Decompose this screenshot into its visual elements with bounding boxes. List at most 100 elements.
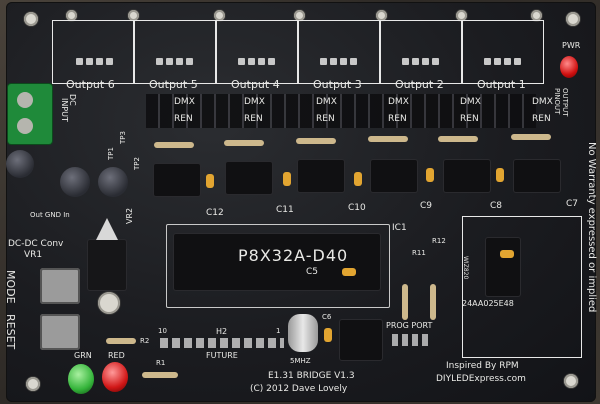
r1-resistor <box>142 372 178 378</box>
ic1-socket <box>166 224 390 308</box>
driver-ic-1 <box>514 160 560 192</box>
reset-button[interactable] <box>40 314 80 350</box>
mounting-hole <box>26 377 40 391</box>
eeprom-capacitor <box>500 250 514 258</box>
ren-label: REN <box>316 114 335 124</box>
resistor <box>154 142 194 148</box>
ren-label: REN <box>174 114 193 124</box>
pwr-label: PWR <box>562 41 581 50</box>
output-label-3: Output 3 <box>313 78 362 91</box>
warranty-note: No Warranty expressed or implied <box>586 142 597 313</box>
mounting-hole <box>294 10 305 21</box>
output-pinout-label-2: PINOUT <box>553 88 561 115</box>
driver-ic-3 <box>371 160 417 192</box>
output-pinout-label: OUTPUT <box>561 88 569 117</box>
electrolytic-capacitor <box>6 150 34 178</box>
wiz820-label: WIZ820 <box>462 256 469 280</box>
mode-label: MODE <box>4 270 17 304</box>
r11-label: R11 <box>412 249 426 257</box>
h2-pin-left: 10 <box>158 327 167 335</box>
mounting-hole <box>66 10 77 21</box>
resistor <box>368 136 408 142</box>
red-label: RED <box>108 351 125 360</box>
output-label-6: Output 6 <box>66 78 115 91</box>
ceramic-capacitor <box>426 168 434 182</box>
future-label: FUTURE <box>206 351 238 360</box>
vr2-label: VR2 <box>125 207 134 224</box>
output-connector-1 <box>462 20 544 84</box>
output-label-4: Output 4 <box>231 78 280 91</box>
mounting-hole <box>456 10 467 21</box>
pcb-board: Output 6 Output 5 Output 4 Output 3 Outp… <box>4 2 597 402</box>
ceramic-capacitor <box>354 172 362 186</box>
mounting-hole <box>564 374 578 388</box>
x1-label: 5MHZ <box>290 357 311 365</box>
c12-label: C12 <box>206 208 224 218</box>
c6-label: C6 <box>322 313 332 321</box>
output-label-5: Output 5 <box>149 78 198 91</box>
wiz820-module <box>486 238 520 296</box>
credit-url: DIYLEDExpress.com <box>436 374 526 384</box>
dc-input-label: DC <box>68 94 77 106</box>
green-led <box>68 364 94 394</box>
ceramic-capacitor <box>206 174 214 188</box>
crystal-x1 <box>288 314 318 352</box>
dmx-label: DMX <box>244 97 265 107</box>
driver-ic-6 <box>154 164 200 196</box>
electrolytic-capacitor <box>60 167 90 197</box>
pwr-led <box>560 56 578 78</box>
regulator-screw <box>98 292 120 314</box>
vr1-label: DC-DC Conv <box>8 239 64 249</box>
resistor <box>296 138 336 144</box>
driver-ic-5 <box>226 162 272 194</box>
driver-ic-4 <box>298 160 344 192</box>
h2-label: H2 <box>216 327 228 336</box>
output-connector-6 <box>52 20 134 84</box>
eeprom-label: 24AA025E48 <box>462 299 514 308</box>
out-gnd-in-label: Out GND In <box>30 211 70 219</box>
grn-label: GRN <box>74 351 92 360</box>
resistor <box>511 134 551 140</box>
r1-label: R1 <box>156 359 166 367</box>
r2-resistor <box>106 338 136 344</box>
c8-label: C8 <box>490 201 503 211</box>
r12-label: R12 <box>432 237 446 245</box>
tp1-label: TP1 <box>107 147 115 160</box>
jumper-header-row <box>146 94 536 128</box>
vr2-regulator <box>88 240 126 290</box>
mounting-hole <box>128 10 139 21</box>
c10-label: C10 <box>348 203 366 213</box>
dmx-label: DMX <box>532 97 553 107</box>
output-connector-4 <box>216 20 298 84</box>
board-title: E1.31 BRIDGE V1.3 <box>268 371 355 381</box>
heatsink <box>96 218 118 240</box>
ren-label: REN <box>244 114 263 124</box>
dmx-label: DMX <box>388 97 409 107</box>
output-connector-3 <box>298 20 380 84</box>
prog-port-label: PROG PORT <box>386 321 433 330</box>
eeprom-ic <box>340 320 382 360</box>
c7-label: C7 <box>566 199 579 209</box>
c9-label: C9 <box>420 201 433 211</box>
output-label-2: Output 2 <box>395 78 444 91</box>
mode-button[interactable] <box>40 268 80 304</box>
electrolytic-capacitor <box>98 167 128 197</box>
dmx-label: DMX <box>316 97 337 107</box>
credit-inspired: Inspired By RPM <box>446 361 519 371</box>
resistor <box>224 140 264 146</box>
tp2-label: TP2 <box>133 157 141 170</box>
wiz820-footprint <box>462 216 582 358</box>
c5-capacitor <box>342 268 356 276</box>
main-chip-label: P8X32A-D40 <box>238 246 349 265</box>
r2-label: R2 <box>140 337 150 345</box>
output-connector-5 <box>134 20 216 84</box>
output-label-1: Output 1 <box>477 78 526 91</box>
red-led <box>102 362 128 392</box>
vr1-sublabel: VR1 <box>24 250 43 260</box>
mounting-hole <box>531 10 542 21</box>
ceramic-capacitor <box>283 172 291 186</box>
dc-input-label-2: INPUT <box>60 98 69 122</box>
ceramic-capacitor <box>496 168 504 182</box>
ic1-label: IC1 <box>392 223 407 233</box>
